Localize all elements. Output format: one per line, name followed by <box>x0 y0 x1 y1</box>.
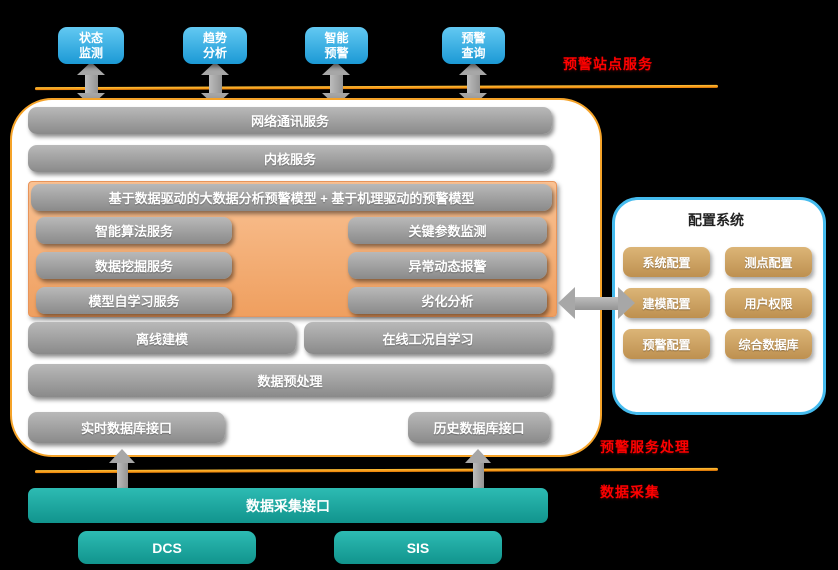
bar-label: 实时数据库接口 <box>80 421 172 436</box>
button-label: 测点配置 <box>744 255 793 270</box>
arrow-shaft <box>472 463 484 490</box>
arrowhead-up-icon <box>322 62 350 75</box>
arrowhead-up-icon <box>459 62 487 75</box>
bar-label: 模型自学习服务 <box>88 294 180 309</box>
bar-label: 异常动态报警 <box>408 259 487 274</box>
bar-label: 基于数据驱动的大数据分析预警模型 + 基于机理驱动的预警模型 <box>108 191 475 206</box>
bar-label: 离线建模 <box>135 331 188 347</box>
button-label: 用户权限 <box>744 296 793 311</box>
button-label: 系统配置 <box>642 255 691 270</box>
app-box-trend-analysis: 趋势 分析 <box>183 27 247 64</box>
smart-algorithm-service-bar: 智能算法服务 <box>36 217 232 244</box>
arrow-shaft <box>575 296 618 310</box>
app-box-warning-query: 预警 查询 <box>442 27 505 64</box>
source-label: DCS <box>152 539 182 556</box>
network-communication-service-bar: 网络通讯服务 <box>28 107 552 134</box>
app-label: 智能 预警 <box>324 30 349 60</box>
bar-label: 网络通讯服务 <box>250 114 329 129</box>
arrowhead-up-icon <box>109 449 135 463</box>
app-box-smart-warning: 智能 预警 <box>305 27 368 64</box>
bar-label: 智能算法服务 <box>94 224 173 239</box>
divider-line-top <box>34 84 719 91</box>
bar-label: 内核服务 <box>263 152 316 167</box>
arrow-shaft <box>84 75 98 93</box>
model-section-header-bar: 基于数据驱动的大数据分析预警模型 + 基于机理驱动的预警模型 <box>31 184 552 211</box>
app-box-status-monitoring: 状态 监测 <box>58 27 124 64</box>
up-arrow-history-db <box>465 449 491 490</box>
bar-label: 关键参数监测 <box>408 224 487 239</box>
bar-label: 劣化分析 <box>421 294 474 309</box>
kernel-service-bar: 内核服务 <box>28 145 552 172</box>
bar-label: 数据挖掘服务 <box>94 259 173 274</box>
up-arrow-realtime-db <box>109 449 135 490</box>
data-preprocessing-bar: 数据预处理 <box>28 364 552 397</box>
source-box-sis: SIS <box>334 531 502 564</box>
divider-line-bottom <box>34 467 719 474</box>
config-button-system: 系统配置 <box>623 247 710 277</box>
arrowhead-up-icon <box>465 449 491 463</box>
offline-modeling-bar: 离线建模 <box>28 322 296 354</box>
button-label: 预警配置 <box>642 337 691 352</box>
source-box-dcs: DCS <box>78 531 256 564</box>
realtime-database-interface-bar: 实时数据库接口 <box>28 412 225 443</box>
arrowhead-up-icon <box>201 62 229 75</box>
data-mining-service-bar: 数据挖掘服务 <box>36 252 232 279</box>
arrowhead-right-icon <box>618 287 635 319</box>
app-label: 预警 查询 <box>461 30 486 60</box>
config-button-modeling: 建模配置 <box>623 288 710 318</box>
arrow-shaft <box>466 75 480 93</box>
bar-label: 历史数据库接口 <box>433 421 525 436</box>
bar-label: 数据预处理 <box>257 374 323 389</box>
double-arrow-config-link <box>558 287 635 319</box>
tier-label-data-collection: 数据采集 <box>600 484 660 500</box>
config-button-warning: 预警配置 <box>623 329 710 359</box>
tier-label-warning-site-services: 预警站点服务 <box>563 56 653 72</box>
data-collection-interface-bar: 数据采集接口 <box>28 488 548 523</box>
abnormal-dynamic-alarm-bar: 异常动态报警 <box>348 252 547 279</box>
model-self-learning-service-bar: 模型自学习服务 <box>36 287 232 314</box>
app-label: 趋势 分析 <box>202 30 227 60</box>
bar-label: 数据采集接口 <box>246 497 330 514</box>
config-button-measuring-point: 测点配置 <box>725 247 812 277</box>
tier-label-warning-service-processing: 预警服务处理 <box>600 439 690 455</box>
arrow-shaft <box>208 75 222 93</box>
source-label: SIS <box>406 539 430 556</box>
config-system-title: 配置系统 <box>688 212 744 228</box>
key-parameter-monitoring-bar: 关键参数监测 <box>348 217 547 244</box>
history-database-interface-bar: 历史数据库接口 <box>408 412 550 443</box>
config-button-integrated-database: 综合数据库 <box>725 329 812 359</box>
bar-label: 在线工况自学习 <box>382 331 474 347</box>
arrow-shaft <box>116 463 128 490</box>
app-label: 状态 监测 <box>78 30 103 60</box>
arrow-shaft <box>329 75 343 93</box>
arrowhead-left-icon <box>558 287 575 319</box>
config-button-user-rights: 用户权限 <box>725 288 812 318</box>
button-label: 综合数据库 <box>738 337 799 352</box>
arrowhead-up-icon <box>77 62 105 75</box>
button-label: 建模配置 <box>642 296 691 311</box>
online-condition-self-learning-bar: 在线工况自学习 <box>304 322 552 354</box>
degradation-analysis-bar: 劣化分析 <box>348 287 547 314</box>
